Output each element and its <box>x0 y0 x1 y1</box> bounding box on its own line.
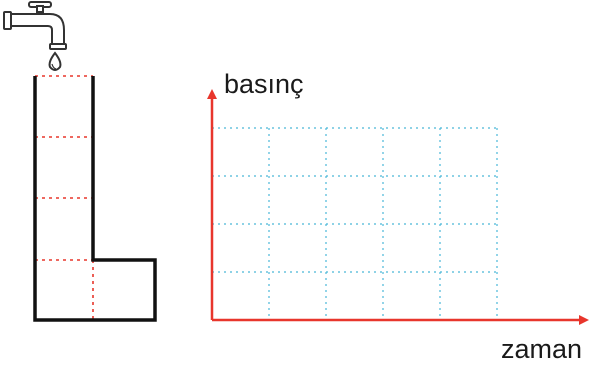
x-axis-label: zaman <box>501 334 582 364</box>
l-shaped-container <box>33 76 157 322</box>
y-axis-label: basınç <box>224 69 304 99</box>
graph-grid <box>212 127 498 320</box>
faucet-icon <box>3 1 67 50</box>
water-drop-icon <box>48 51 62 71</box>
container-guide-lines <box>35 75 155 320</box>
